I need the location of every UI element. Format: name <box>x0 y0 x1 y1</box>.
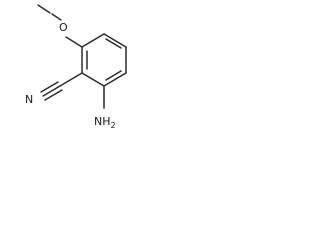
ring-bond-c5-c6 <box>81 72 105 87</box>
nitrile-group: N <box>25 72 83 106</box>
amino-group: NH2 <box>94 85 116 130</box>
ring-double-bond-inner-2 <box>105 70 122 81</box>
ring-bond-c1-c2 <box>81 33 105 48</box>
nitrile-nitrogen-label: N <box>25 93 33 106</box>
bond-oxygen-methyl-lead <box>51 13 62 21</box>
triple-bond-line-1 <box>42 85 61 97</box>
triple-bond-line-2 <box>40 81 59 93</box>
oxygen-label: O <box>59 21 68 34</box>
benzene-ring <box>81 33 127 87</box>
methoxy-group: O <box>37 4 83 48</box>
ring-double-bond-inner-1 <box>105 38 122 49</box>
ring-bond-c4-c5 <box>103 72 127 87</box>
ring-bond-c2-c3 <box>103 33 127 48</box>
amine-nh-label: NH <box>94 115 111 128</box>
molecule-structure: O N NH2 <box>25 4 127 130</box>
bond-ring-oxygen <box>65 36 83 48</box>
amine-subscript-label: 2 <box>111 121 116 130</box>
bond-ring-nitrile-carbon <box>59 72 83 87</box>
triple-bond-line-3 <box>44 89 63 101</box>
amine-label: NH2 <box>94 115 116 130</box>
bond-oxygen-methyl <box>37 4 51 14</box>
